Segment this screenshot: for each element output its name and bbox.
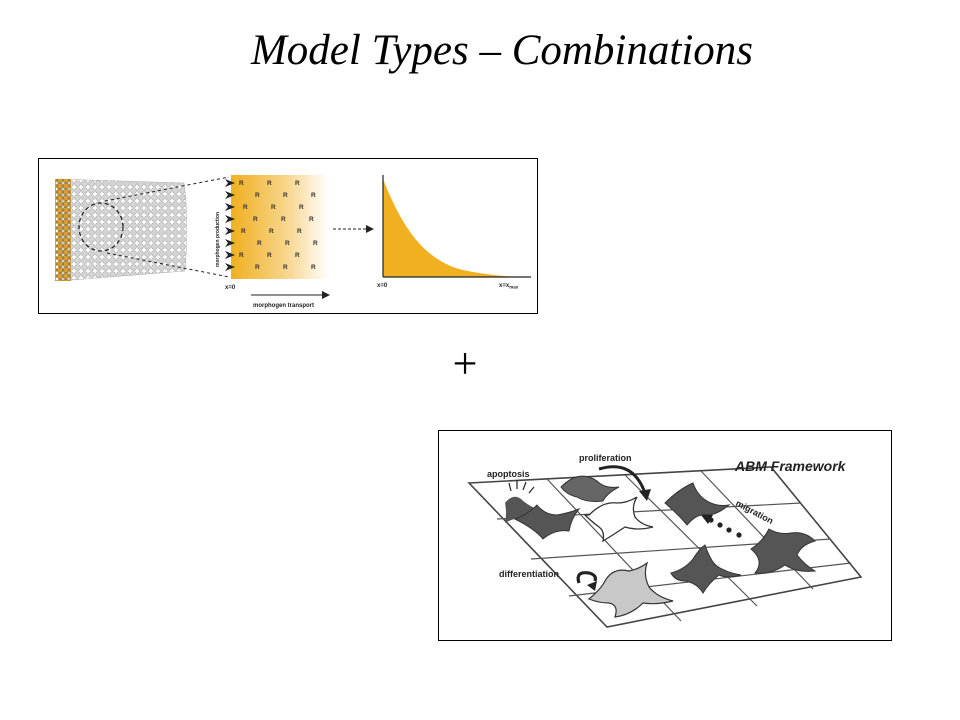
cell-migrated [664, 482, 731, 526]
production-arrow [225, 227, 235, 235]
plot-origin-label: x=0 [377, 283, 388, 289]
receptor-mark: R [295, 180, 300, 187]
receptor-mark: R [269, 228, 274, 235]
receptor-mark: R [311, 192, 316, 199]
differentiation-arrowhead [587, 581, 597, 591]
morphogen-source [55, 179, 71, 281]
production-arrow [225, 179, 235, 187]
cell-row3-middle [670, 544, 742, 594]
abm-grid [467, 466, 863, 628]
morphogen-production-label: morphogen production [215, 212, 221, 267]
cell-migrating [750, 528, 817, 574]
production-arrow [225, 263, 235, 271]
receptor-mark: R [255, 264, 260, 271]
concentration-curve [383, 179, 531, 277]
receptor-mark: R [311, 264, 316, 271]
cell-proliferation-mother [560, 475, 620, 502]
production-arrow [225, 215, 235, 223]
zoom-region [78, 202, 124, 252]
cell-differentiation [587, 561, 674, 618]
receptor-mark: R [299, 204, 304, 211]
receptor-mark: R [253, 216, 258, 223]
plus-sign: + [452, 339, 478, 388]
receptor-mark: R [297, 228, 302, 235]
receptor-mark: R [241, 228, 246, 235]
cell-row2-left [513, 504, 581, 540]
cell-apoptosis [505, 480, 537, 523]
zoom-line-bottom [106, 252, 230, 278]
plot-max-label: x=xmax [499, 283, 519, 290]
abm-diagram: ABM Framework apoptosis proliferation mi… [467, 453, 863, 628]
receptor-mark: R [243, 204, 248, 211]
receptor-mark: R [255, 192, 260, 199]
cell-sheet [56, 178, 188, 282]
production-arrows [225, 179, 235, 271]
receptor-mark: R [309, 216, 314, 223]
proliferation-label: proliferation [579, 453, 632, 463]
apoptosis-label: apoptosis [487, 469, 530, 479]
proliferation-arrow [598, 465, 647, 494]
slide-title: Model Types – Combinations [250, 27, 754, 74]
gradient-box [231, 175, 329, 279]
receptor-mark: R [285, 240, 290, 247]
proliferation-arrowhead [639, 489, 651, 501]
receptor-mark: R [283, 264, 288, 271]
origin-label: x=0 [225, 285, 236, 291]
abm-title: ABM Framework [734, 458, 847, 474]
receptor-mark: R [239, 252, 244, 259]
differentiation-label: differentiation [499, 569, 559, 579]
production-arrow [225, 239, 235, 247]
transport-label: morphogen transport [253, 303, 314, 309]
receptor-mark: R [283, 192, 288, 199]
migration-arrowhead [701, 515, 713, 524]
production-arrow [225, 251, 235, 259]
receptor-mark: R [281, 216, 286, 223]
production-arrow [225, 191, 235, 199]
receptor-mark: R [267, 180, 272, 187]
receptor-mark: R [313, 240, 318, 247]
receptor-mark: R [271, 204, 276, 211]
cell-proliferation-daughter [583, 496, 654, 543]
differentiation-arrow [576, 571, 597, 584]
receptor-mark: R [257, 240, 262, 247]
receptor-mark: R [239, 180, 244, 187]
abm-framework-figure: ABM Framework apoptosis proliferation mi… [438, 430, 892, 641]
receptor-mark: R [267, 252, 272, 259]
production-arrow [225, 203, 235, 211]
receptor-mark: R [295, 252, 300, 259]
